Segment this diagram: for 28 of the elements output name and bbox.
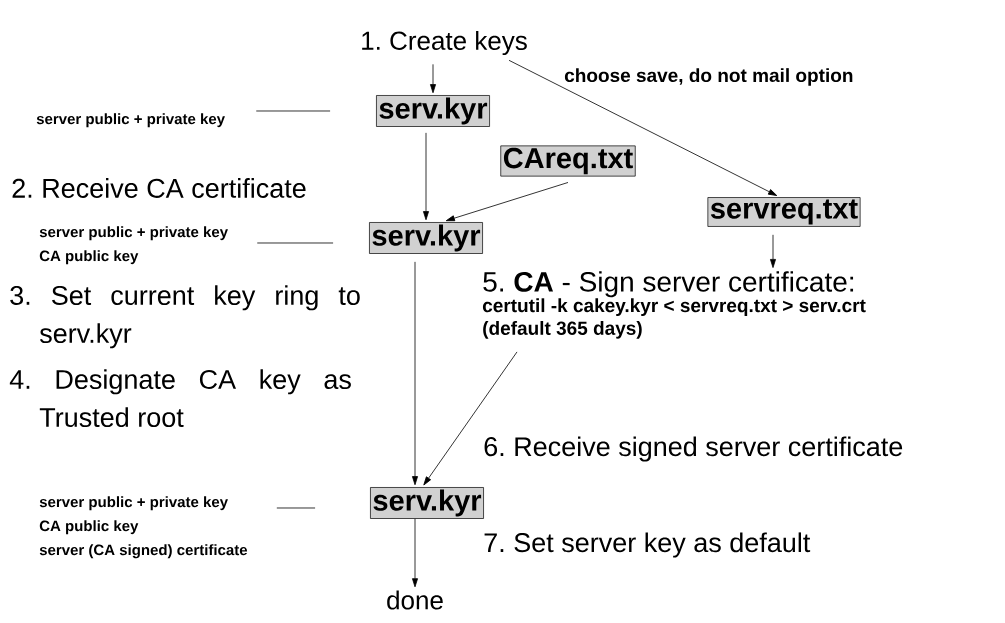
key-description: server public + private key CA public key [39,226,228,265]
step-text: done [387,590,443,610]
key-description: server public + private key [36,113,225,128]
arrow [508,59,778,196]
step-text: 4. Designate CA key as Trusted root [9,369,351,428]
arrow [770,234,776,268]
step-text: 1. Create keys [362,30,527,56]
arrow [412,518,418,588]
step-text: 5. CA - Sign server certificate: certutil -k cakey.kyr < servreq.txt > serv.crt (default 365 days) [482,271,866,339]
arrow [430,63,436,94]
step-text: 3. Set current key ring to serv.kyr [10,285,360,349]
key-description: server public + private key CA public key server (CA signed) certificate [39,496,248,559]
leader-line [256,242,334,244]
arrow [423,132,429,221]
arrow [412,261,418,486]
file-box: servreq.txt [707,197,861,227]
file-box: CAreq.txt [500,145,636,177]
file-box: serv.kyr [369,222,483,254]
leader-line [276,507,316,509]
edge-label: choose save, do not mail option [563,67,855,87]
step-text: 2. Receive CA certificate [12,178,306,198]
file-box: serv.kyr [376,95,490,127]
arrow [445,182,569,222]
arrow [423,351,518,486]
step-text: 7. Set server key as default [484,532,811,558]
file-box: serv.kyr [370,487,484,519]
step-text: 6. Receive signed server certificate [484,436,903,462]
leader-line [255,110,331,112]
